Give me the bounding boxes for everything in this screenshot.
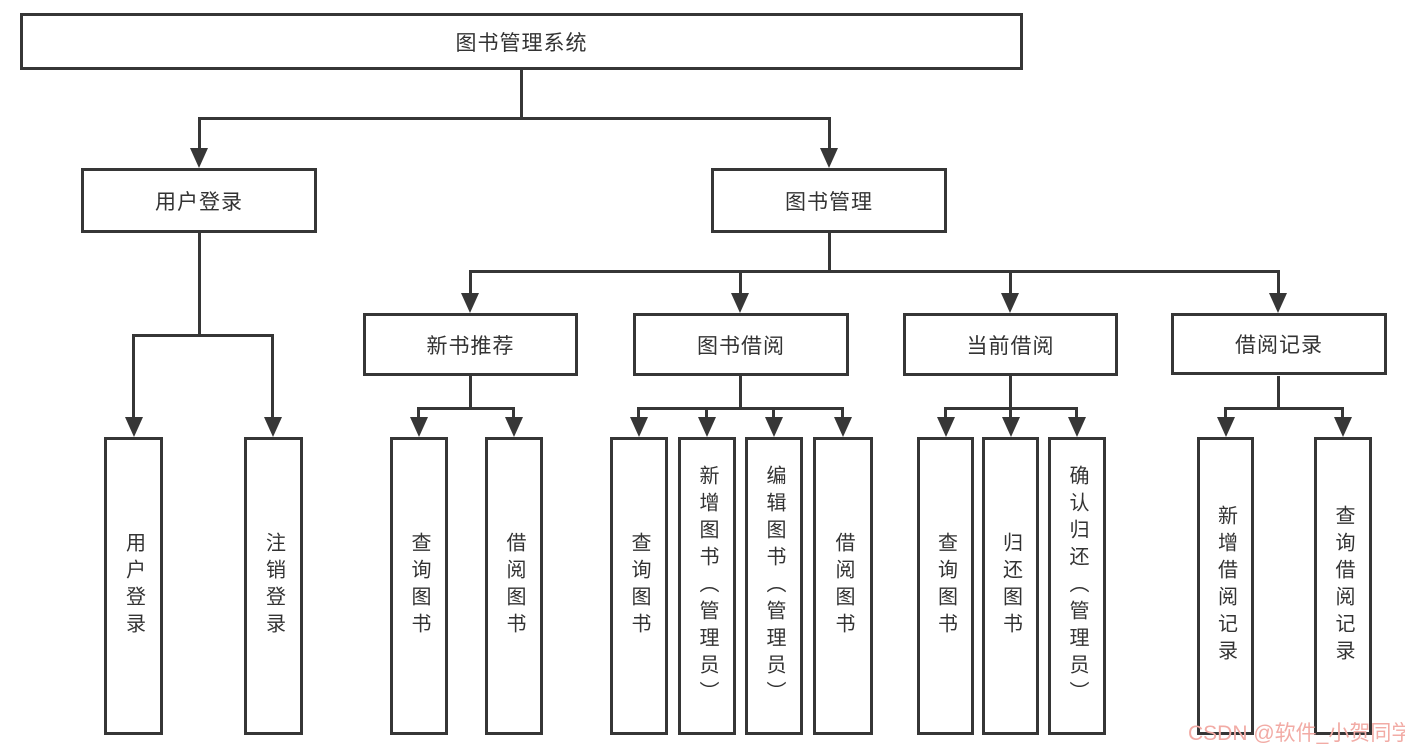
- connector-line: [705, 407, 708, 419]
- connector-line: [1009, 376, 1012, 409]
- arrow-down-icon: [1002, 417, 1020, 437]
- connector-line: [417, 407, 420, 419]
- leaf-borrow-books-borrowing: 借阅图书: [813, 437, 873, 735]
- arrow-down-icon: [1269, 293, 1287, 313]
- connector-line: [198, 233, 201, 337]
- connector-line: [739, 376, 742, 409]
- arrow-down-icon: [125, 417, 143, 437]
- leaf-borrow-books-recommend: 借阅图书: [485, 437, 543, 735]
- node-new-book-recommend: 新书推荐: [363, 313, 578, 376]
- leaf-user-login: 用户登录: [104, 437, 163, 735]
- leaf-return-books: 归还图书: [982, 437, 1039, 735]
- connector-line: [512, 407, 515, 419]
- connector-line: [1009, 407, 1012, 419]
- arrow-down-icon: [1001, 293, 1019, 313]
- arrow-down-icon: [820, 148, 838, 168]
- arrow-down-icon: [1068, 417, 1086, 437]
- arrow-down-icon: [630, 417, 648, 437]
- connector-line: [637, 407, 843, 410]
- connector-line: [828, 117, 831, 151]
- arrow-down-icon: [731, 293, 749, 313]
- connector-line: [739, 270, 742, 295]
- connector-line: [469, 270, 1279, 273]
- connector-line: [1224, 407, 1227, 419]
- leaf-add-books-admin: 新增图书（管理员）: [678, 437, 736, 735]
- connector-line: [271, 334, 274, 419]
- connector-line: [198, 117, 831, 120]
- connector-line: [1277, 376, 1280, 409]
- connector-line: [469, 270, 472, 295]
- arrow-down-icon: [190, 148, 208, 168]
- connector-line: [1341, 407, 1344, 419]
- connector-line: [1009, 270, 1012, 295]
- connector-line: [198, 117, 201, 151]
- arrow-down-icon: [698, 417, 716, 437]
- connector-line: [637, 407, 640, 419]
- node-book-borrowing: 图书借阅: [633, 313, 849, 376]
- connector-line: [469, 376, 472, 409]
- node-book-management: 图书管理: [711, 168, 947, 233]
- node-current-borrowing: 当前借阅: [903, 313, 1118, 376]
- leaf-edit-books-admin: 编辑图书（管理员）: [745, 437, 803, 735]
- connector-line: [132, 334, 135, 419]
- leaf-add-borrow-record: 新增借阅记录: [1197, 437, 1254, 735]
- arrow-down-icon: [1334, 417, 1352, 437]
- leaf-query-books-recommend: 查询图书: [390, 437, 448, 735]
- arrow-down-icon: [410, 417, 428, 437]
- connector-line: [1277, 270, 1280, 295]
- arrow-down-icon: [834, 417, 852, 437]
- connector-line: [772, 407, 775, 419]
- leaf-query-borrow-record: 查询借阅记录: [1314, 437, 1372, 735]
- connector-line: [417, 407, 514, 410]
- csdn-watermark: CSDN @软件_小贺同学: [1188, 722, 1405, 745]
- arrow-down-icon: [1217, 417, 1235, 437]
- node-borrowing-records: 借阅记录: [1171, 313, 1387, 375]
- arrow-down-icon: [505, 417, 523, 437]
- node-root: 图书管理系统: [20, 13, 1023, 70]
- connector-line: [828, 233, 831, 273]
- node-user-login: 用户登录: [81, 168, 317, 233]
- leaf-query-books-borrowing: 查询图书: [610, 437, 668, 735]
- arrow-down-icon: [937, 417, 955, 437]
- arrow-down-icon: [264, 417, 282, 437]
- connector-line: [132, 334, 274, 337]
- leaf-logout: 注销登录: [244, 437, 303, 735]
- arrow-down-icon: [765, 417, 783, 437]
- connector-line: [520, 69, 523, 119]
- connector-line: [1224, 407, 1343, 410]
- connector-line: [841, 407, 844, 419]
- arrow-down-icon: [461, 293, 479, 313]
- leaf-confirm-return-admin: 确认归还（管理员）: [1048, 437, 1106, 735]
- connector-line: [944, 407, 947, 419]
- leaf-query-books-current: 查询图书: [917, 437, 974, 735]
- connector-line: [1075, 407, 1078, 419]
